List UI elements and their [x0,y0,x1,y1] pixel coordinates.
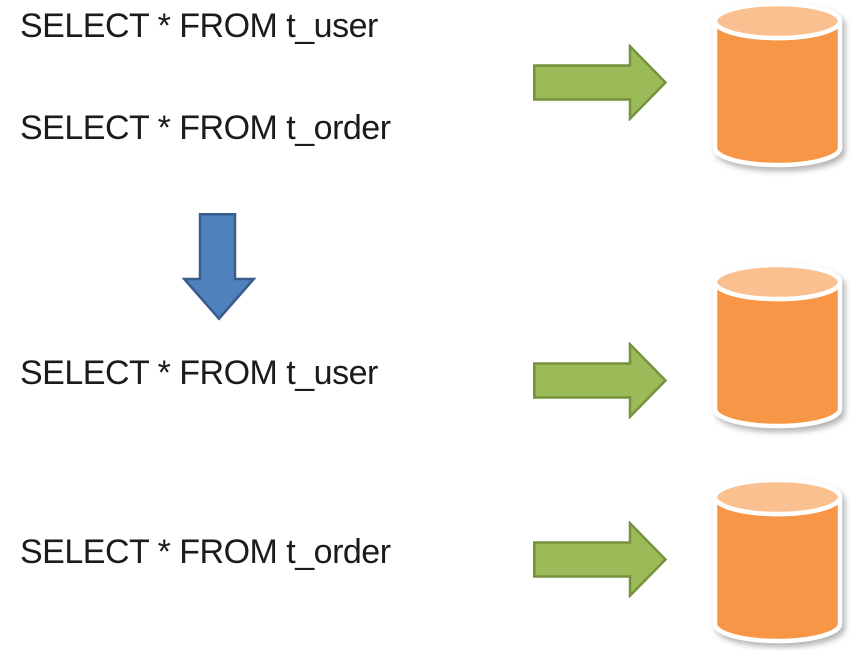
database-body [712,18,843,168]
query-label-before-t-user: SELECT * FROM t_user [20,7,378,45]
query-label-after-t-user: SELECT * FROM t_user [20,354,378,392]
down-arrow-icon [182,212,256,321]
database-body [712,279,843,429]
query-label-after-t-order: SELECT * FROM t_order [20,533,391,571]
down-arrow-shape [182,213,256,321]
right-arrow-shape [533,342,668,419]
database-top [712,477,843,517]
right-arrow-icon [532,521,668,598]
database-body [712,494,843,644]
right-arrow-shape [533,521,668,598]
database-top [712,262,843,302]
right-arrow-icon [532,44,668,121]
database-icon [706,472,849,646]
database-top [712,1,843,41]
right-arrow-shape [533,44,668,121]
database-icon [706,257,849,431]
database-icon [706,0,849,170]
right-arrow-icon [532,342,668,419]
query-label-before-t-order: SELECT * FROM t_order [20,109,391,147]
